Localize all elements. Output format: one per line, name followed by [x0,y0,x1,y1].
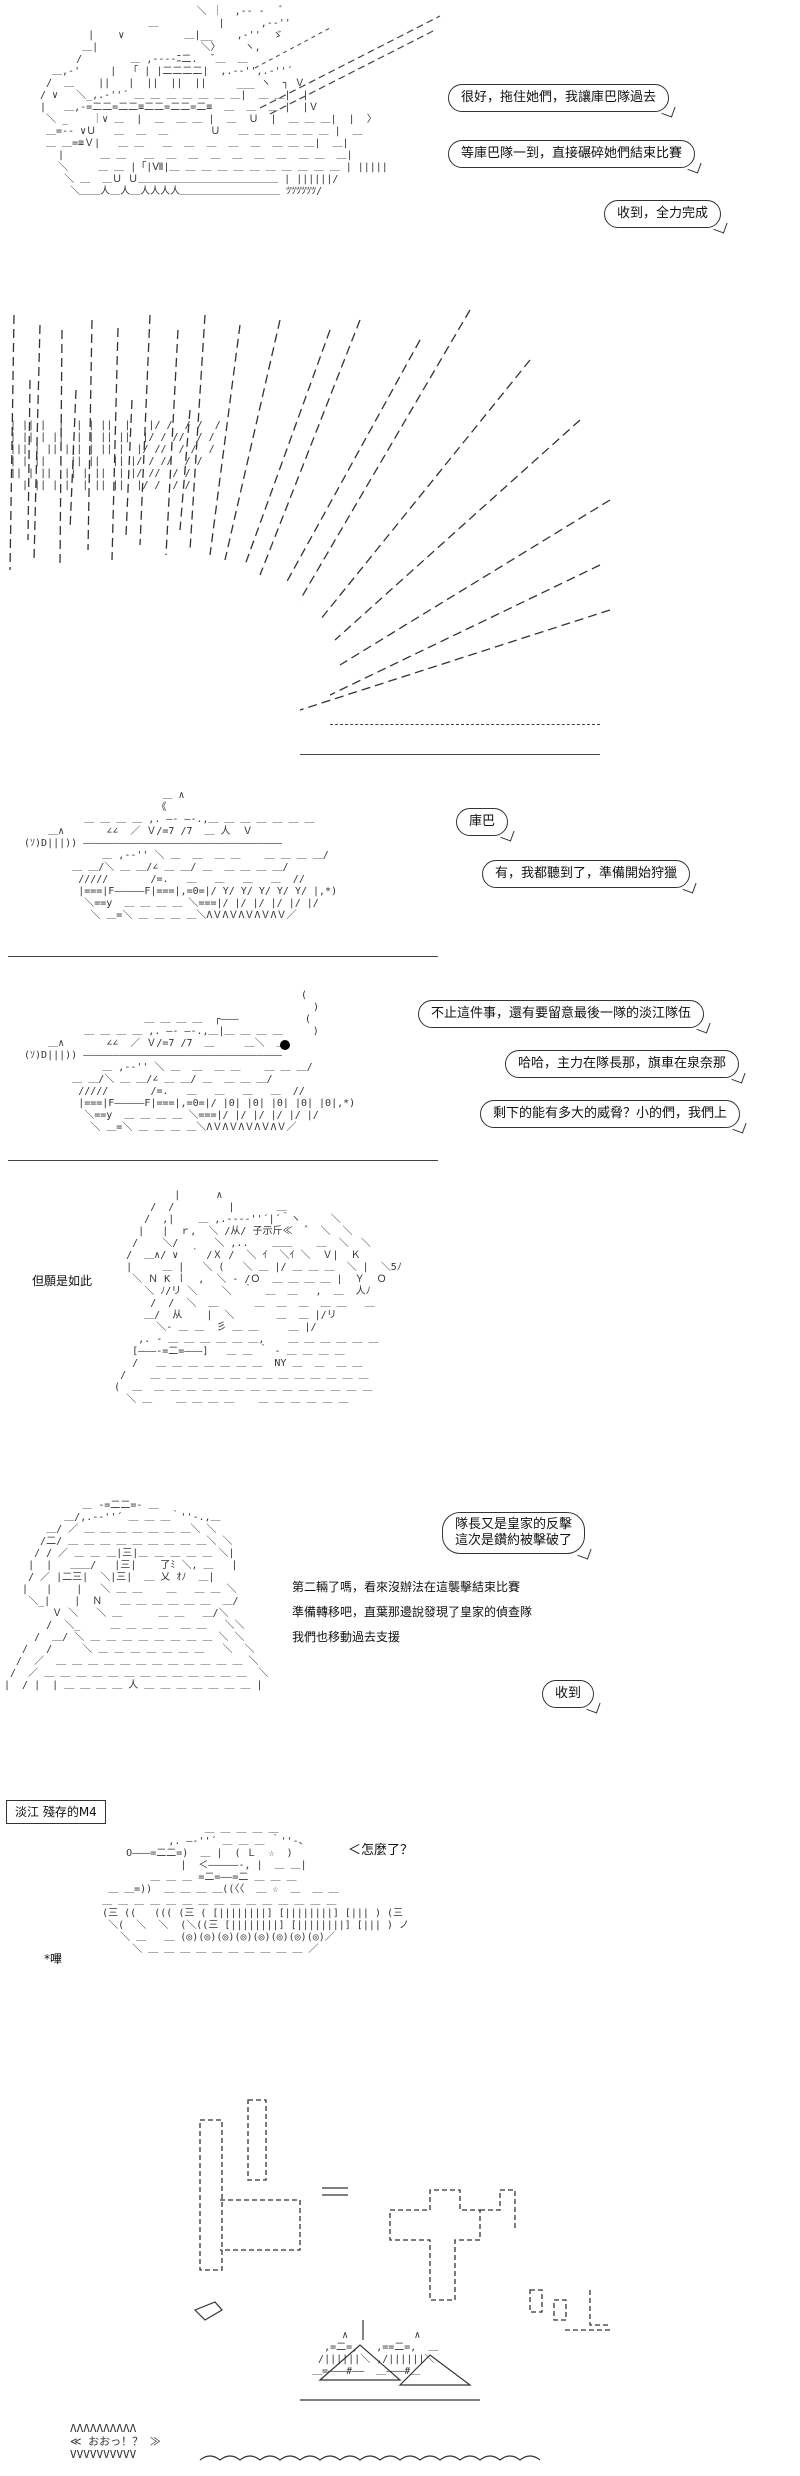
gun-smoke-lines [254,15,441,115]
speech-bubble-1: 很好，拖住她們，我讓庫巴隊過去 [448,84,670,112]
ground-line [300,754,600,755]
caption-box: 淡江 殘存的M4 [6,1800,106,1824]
panel-5: | ∧ / / | ＿ / ,| ＿ ,.---‐''´|´｀ヽ ＼ | | ｒ… [0,1180,800,1450]
sound-effect: *嗶 [44,1952,63,1966]
panel-8: ∧ ∧ ,=二=, ,==二=, ＿ /||||||＼ ,/||||||＼ ＿=… [0,2040,800,2476]
panel-4: ( ) ＿ ＿ ＿ ＿ ┌――― ( ＿ ＿ ＿ ＿ ,. ―‐ ―-.,＿|＿… [0,980,800,1180]
ground-line-2 [330,724,600,725]
m4-tank-ascii-art: ＿ ＿ ＿ ＿ ＿ ,. ―‐''´ ＿ ＿ ＿ ｀''‐、 O―――=二二=)… [102,1824,409,1955]
speech-bubble-report: 隊長又是皇家的反擊 這次是鑽約被擊破了 [442,1512,586,1554]
side-text: 但願是如此 [32,1274,93,1288]
impact-rays [9,309,611,711]
speech-bubble-2: 等庫巴隊一到，直接碾碎她們結束比賽 [448,140,696,168]
tank-ascii-art: ＼ ｜ ,-‐ - ﾞ ＿ | ,-‐'' | ∨ ＿|__ ,-'' ゞ ＿|… [40,6,388,197]
character-ascii-art: | ∧ / / | ＿ / ,| ＿ ,.---‐''´|´｀ヽ ＼ | | ｒ… [114,1190,402,1405]
narration-line-3: 我們也移動過去支援 [292,1630,401,1644]
speech-bubble-1: 庫巴 [456,808,509,836]
ground-line [8,956,438,957]
speech-bubble-2: 哈哈，主力在隊長那，旗車在泉奈那 [505,1050,740,1078]
ground-line [8,1160,438,1161]
speech-bubble-1: 不止這件事，還有要留意最後一隊的淡江隊伍 [418,1000,705,1028]
panel-3: ＿ ∧ 《 ＿ ＿ ＿ ＿ ,. ―‐ ―-.,＿ ＿ ＿ ＿ ＿ ＿ ＿ ＿∧… [0,780,800,980]
panel-1: ＼ ｜ ,-‐ - ﾞ ＿ | ,-‐'' | ∨ ＿|__ ,-'' ゞ ＿|… [0,0,800,300]
panel-6: ＿ -=二二=- ＿ ＿/,.-‐''´ ＿ ＿ ＿｀''‐.,＿ ＿/ ／ ＿… [0,1460,800,1800]
ray-debris-ascii: | || | | | | || | |/ / / / / | || | || |… [10,420,221,491]
speech-bubble-3: 剩下的能有多大的威脅？小的們，我們上 [480,1100,741,1128]
tank-crew-ascii: ∧ ∧ ,=二=, ,==二=, ＿ /||||||＼ ,/||||||＼ ＿=… [312,2330,439,2377]
panel-7: 淡江 殘存的M4 ＿ ＿ ＿ ＿ ＿ ,. ―‐''´ ＿ ＿ ＿ ｀''‐、 … [0,1800,800,2020]
tank-silhouette-drawing [193,2099,612,2461]
narration-line-1: 第二輛了嗎，看來沒辦法在這襲擊結束比賽 [292,1580,521,1594]
tank-ascii-art: ＿ ∧ 《 ＿ ＿ ＿ ＿ ,. ―‐ ―-.,＿ ＿ ＿ ＿ ＿ ＿ ＿ ＿∧… [24,790,338,921]
speech-bubble-reply: 收到 [542,1680,595,1708]
tank-ascii-art: ( ) ＿ ＿ ＿ ＿ ┌――― ( ＿ ＿ ＿ ＿ ,. ―‐ ―-.,＿|＿… [24,990,356,1133]
speech-bubble-3: 收到，全力完成 [604,200,722,228]
crowd-shout: ΛΛΛΛΛΛΛΛΛΛ ≪ おおっ！？ ≫ VVVVVVVVVV [70,2422,161,2461]
hatch-marker [280,1040,290,1050]
panel-2: | || | | | | || | |/ / / / / | || | || |… [0,300,800,760]
question-text: ＜怎麼了？ [348,1843,414,1858]
narration-line-2: 準備轉移吧，直葉那邊說發現了皇家的偵查隊 [292,1605,533,1619]
character-ascii-art: ＿ -=二二=- ＿ ＿/,.-‐''´ ＿ ＿ ＿｀''‐.,＿ ＿/ ／ ＿… [4,1500,269,1691]
speech-bubble-2: 有，我都聽到了，準備開始狩獵 [482,860,691,888]
